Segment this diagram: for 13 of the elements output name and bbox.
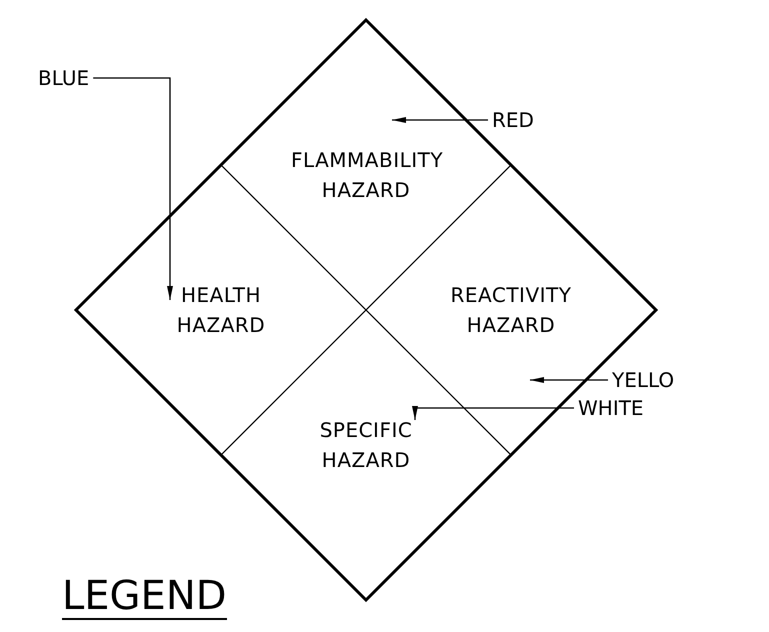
leader-arrow — [392, 117, 488, 123]
leader-arrow — [412, 406, 574, 420]
leader-arrow — [530, 377, 608, 383]
leader-arrow — [93, 77, 173, 300]
hazard-label: SPECIFIC HAZARD — [318, 417, 414, 474]
legend-heading: LEGEND — [62, 574, 227, 620]
hazard-label: FLAMMABILITY HAZARD — [291, 147, 441, 204]
hazard-label: REACTIVITY HAZARD — [450, 282, 572, 339]
color-label: BLUE — [38, 66, 90, 90]
color-label: YELLO — [612, 368, 674, 392]
color-label: RED — [492, 108, 534, 132]
color-label: WHITE — [578, 396, 644, 420]
hazard-label: HEALTH HAZARD — [176, 282, 266, 339]
